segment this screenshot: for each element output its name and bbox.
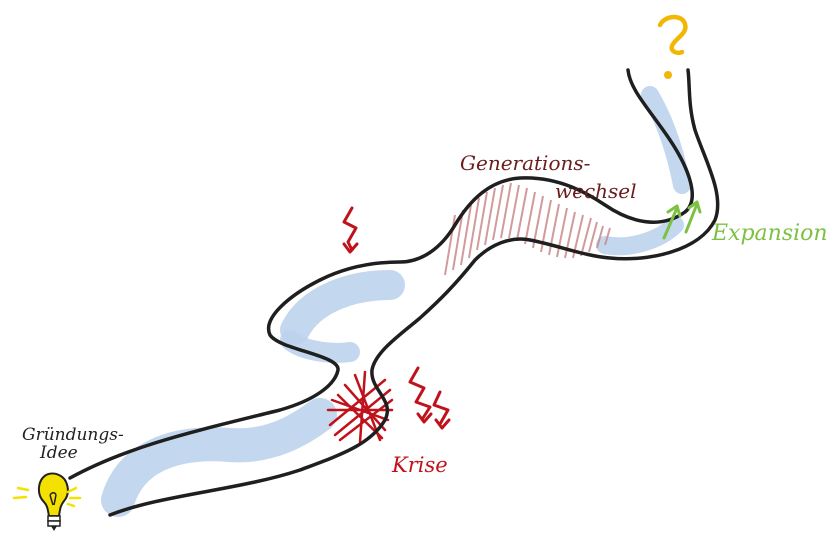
crisis-scribble xyxy=(328,372,392,442)
lightning-icon xyxy=(344,208,449,428)
expansion-label: Expansion xyxy=(711,221,828,246)
question-mark-icon xyxy=(660,17,685,79)
lightbulb-icon xyxy=(14,474,80,532)
river-water xyxy=(118,95,682,500)
crisis-label: Krise xyxy=(391,453,448,477)
